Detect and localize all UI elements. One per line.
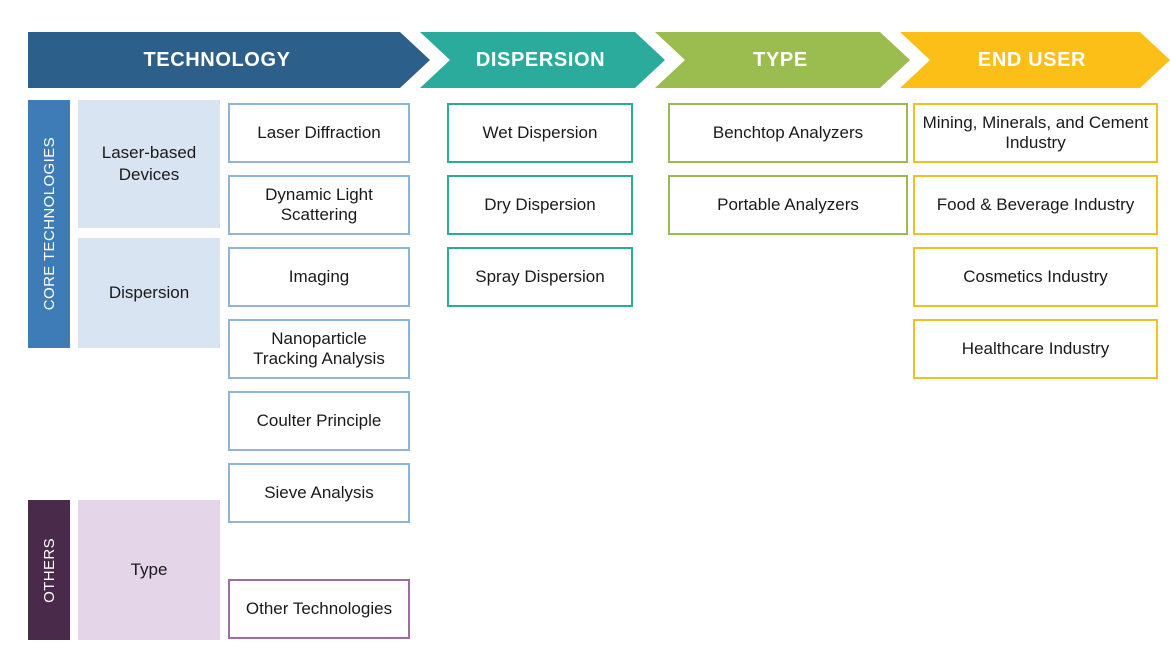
end-user-box-mining-minerals-cement-label: Mining, Minerals, and Cement Industry: [922, 112, 1149, 152]
dispersion-box-wet-dispersion[interactable]: Wet Dispersion: [447, 103, 633, 163]
side-label-others: OTHERS: [28, 500, 70, 640]
end-user-box-mining-minerals-cement[interactable]: Mining, Minerals, and Cement Industry: [913, 103, 1158, 163]
dispersion-box-wet-dispersion-label: Wet Dispersion: [482, 122, 598, 142]
technology-box-imaging[interactable]: Imaging: [228, 247, 410, 307]
end-user-box-food-beverage-label: Food & Beverage Industry: [936, 194, 1135, 214]
technology-box-nanoparticle-tracking-analysis[interactable]: Nanoparticle Tracking Analysis: [228, 319, 410, 379]
category-band-dispersion-label: Dispersion: [108, 282, 190, 302]
category-band-type-label: Type: [130, 559, 168, 579]
technology-box-coulter-principle[interactable]: Coulter Principle: [228, 391, 410, 451]
technology-box-dynamic-light-scattering-label: Dynamic Light Scattering: [265, 184, 373, 224]
category-band-laser-based-devices: Laser-based Devices: [78, 100, 220, 228]
end-user-box-healthcare-label: Healthcare Industry: [961, 338, 1110, 358]
category-band-laser-based-devices-label: Laser-based Devices: [101, 142, 197, 184]
header-arrow-technology-label: TECHNOLOGY: [143, 48, 291, 71]
technology-box-laser-diffraction-label: Laser Diffraction: [257, 122, 381, 142]
category-band-dispersion: Dispersion: [78, 238, 220, 348]
header-arrow-dispersion: DISPERSION: [420, 32, 665, 88]
technology-box-laser-diffraction[interactable]: Laser Diffraction: [228, 103, 410, 163]
header-arrow-end-user: END USER: [900, 32, 1170, 88]
end-user-box-healthcare[interactable]: Healthcare Industry: [913, 319, 1158, 379]
technology-box-imaging-label: Imaging: [288, 266, 350, 286]
dispersion-box-spray-dispersion[interactable]: Spray Dispersion: [447, 247, 633, 307]
side-label-core-technologies-text: CORE TECHNOLOGIES: [40, 137, 58, 311]
category-band-type: Type: [78, 500, 220, 640]
technology-box-other-technologies[interactable]: Other Technologies: [228, 579, 410, 639]
end-user-box-food-beverage[interactable]: Food & Beverage Industry: [913, 175, 1158, 235]
side-label-core-technologies: CORE TECHNOLOGIES: [28, 100, 70, 348]
end-user-box-cosmetics-label: Cosmetics Industry: [963, 266, 1108, 286]
dispersion-box-spray-dispersion-label: Spray Dispersion: [475, 266, 605, 286]
header-arrow-end-user-label: END USER: [977, 48, 1087, 71]
technology-box-dynamic-light-scattering[interactable]: Dynamic Light Scattering: [228, 175, 410, 235]
end-user-box-cosmetics[interactable]: Cosmetics Industry: [913, 247, 1158, 307]
header-arrow-technology: TECHNOLOGY: [28, 32, 430, 88]
type-box-benchtop-analyzers-label: Benchtop Analyzers: [712, 122, 864, 142]
side-label-others-text: OTHERS: [40, 537, 58, 603]
dispersion-box-dry-dispersion-label: Dry Dispersion: [484, 194, 596, 214]
technology-box-nanoparticle-tracking-analysis-label: Nanoparticle Tracking Analysis: [253, 328, 385, 368]
type-box-portable-analyzers[interactable]: Portable Analyzers: [668, 175, 908, 235]
header-arrow-type: TYPE: [655, 32, 910, 88]
technology-box-other-technologies-label: Other Technologies: [245, 598, 393, 618]
technology-box-sieve-analysis[interactable]: Sieve Analysis: [228, 463, 410, 523]
header-arrow-dispersion-label: DISPERSION: [475, 48, 606, 71]
type-box-portable-analyzers-label: Portable Analyzers: [717, 194, 859, 214]
dispersion-box-dry-dispersion[interactable]: Dry Dispersion: [447, 175, 633, 235]
header-arrow-type-label: TYPE: [753, 48, 808, 71]
technology-box-coulter-principle-label: Coulter Principle: [256, 410, 382, 430]
type-box-benchtop-analyzers[interactable]: Benchtop Analyzers: [668, 103, 908, 163]
technology-box-sieve-analysis-label: Sieve Analysis: [264, 482, 374, 502]
